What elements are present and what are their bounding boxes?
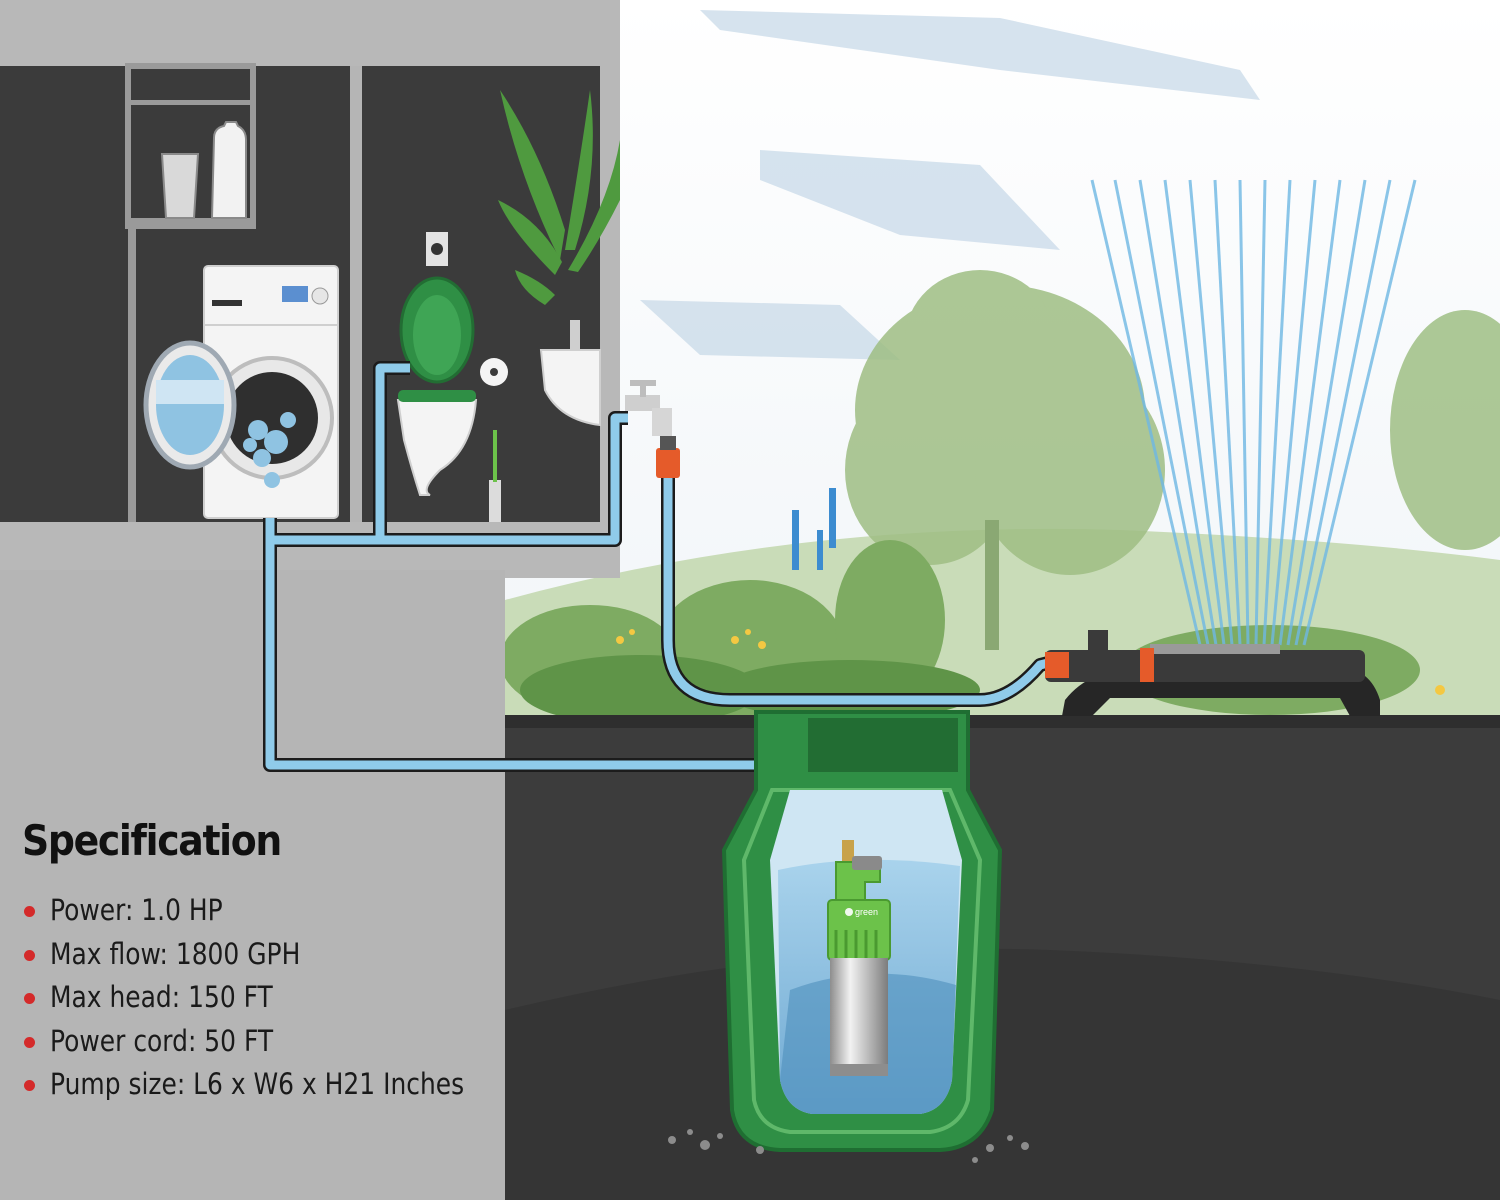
spec-item: Max head: 150 FT [22,976,502,1020]
spec-item: Max flow: 1800 GPH [22,933,502,977]
oscillating-sprinkler [1045,630,1380,716]
bullet-icon [24,1036,35,1048]
specification-panel: Specification Power: 1.0 HP Max flow: 18… [22,816,502,1107]
specification-heading: Specification [22,816,282,865]
ground [505,715,1500,1200]
outdoor-background [500,0,1500,725]
washing-machine [143,265,339,519]
pump-brand-label: green [855,907,878,917]
outdoor-tap [625,380,680,478]
gravel [668,1129,1029,1163]
spec-item: Power: 1.0 HP [22,889,502,933]
laundry-shelf [125,63,256,522]
submersible-pump: green [827,840,891,1076]
spec-item: Pump size: L6 x W6 x H21 Inches [22,1063,502,1107]
bullet-icon [24,949,35,961]
bullet-icon [24,993,35,1004]
bullet-icon [24,1080,35,1091]
sink [539,320,601,427]
toilet [396,232,508,522]
bullet-icon [24,906,35,917]
potted-plant [498,90,620,305]
specification-list: Power: 1.0 HP Max flow: 1800 GPH Max hea… [22,889,502,1107]
spec-item: Power cord: 50 FT [22,1020,502,1064]
building-cross-section [0,0,680,1200]
